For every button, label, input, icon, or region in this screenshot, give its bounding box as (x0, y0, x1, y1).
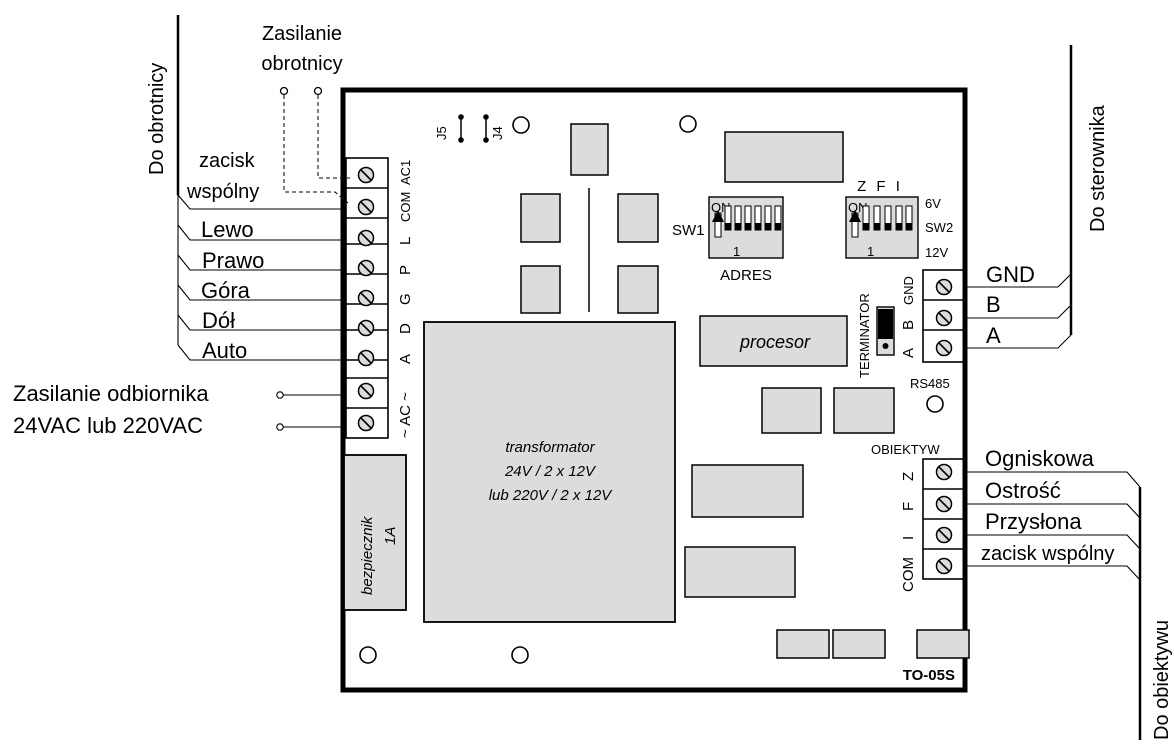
board-outline (340, 87, 968, 693)
lens-wire-ogniskowa: Ogniskowa (985, 446, 1095, 471)
left-side-title: Do obrotnicy (146, 63, 168, 175)
power-wire-ends (279, 86, 323, 96)
lens-f-label: F (900, 502, 917, 511)
rs-gnd-label: GND (901, 276, 916, 305)
power-title-2: obrotnicy (261, 53, 342, 75)
rs485-label: RS485 (910, 376, 950, 391)
fuse-label-2: 1A (382, 527, 399, 545)
dip-switch-sw2: ON 1 (845, 196, 919, 259)
terminal-d-label: D (397, 323, 414, 334)
lens-com-label: COM (900, 557, 917, 592)
power-wires (283, 95, 350, 204)
lens-wire-przyslona: Przysłona (985, 509, 1082, 534)
model-label: TO-05S (903, 667, 955, 684)
lens-wires (965, 471, 1141, 581)
dip-switch-sw1: ON 1 (708, 196, 784, 259)
rs-b-label: B (900, 320, 917, 330)
rs485-terminal-block (922, 269, 966, 363)
supply-label-2: 24VAC lub 220VAC (13, 413, 203, 438)
rs-wires (965, 273, 1072, 349)
common-label-1: zacisk (199, 150, 256, 172)
zfi-label: Z F I (857, 178, 903, 195)
terminal-g-label: G (397, 293, 414, 305)
wire-gora: Góra (201, 278, 251, 303)
terminal-l-label: L (397, 237, 414, 245)
processor (699, 315, 848, 367)
wire-auto: Auto (202, 338, 247, 363)
lens-title: Do obiektywu (1151, 620, 1173, 740)
lens-header: OBIEKTYW (871, 442, 940, 457)
transformer (423, 321, 676, 623)
lens-i-label: I (900, 536, 917, 540)
fuse (343, 454, 407, 611)
lens-wire-common: zacisk wspólny (981, 543, 1114, 565)
terminal-ac1-label: AC1 (398, 160, 413, 185)
wire-prawo: Prawo (202, 248, 264, 273)
left-terminal-block (345, 157, 389, 439)
transformer-label-3: lub 220V / 2 x 12V (489, 487, 614, 504)
mounting-holes (359, 115, 944, 664)
supply-label-1: Zasilanie odbiornika (13, 381, 209, 406)
rs-wire-gnd: GND (986, 262, 1035, 287)
sw1-label: SW1 (672, 222, 705, 239)
power-title-1: Zasilanie (262, 23, 342, 45)
sw2-6v-label: 6V (925, 196, 941, 211)
sw1-one-label: 1 (733, 244, 740, 259)
supply-wires (276, 391, 346, 431)
lens-wire-ostrosc: Ostrość (985, 478, 1061, 503)
rs-wire-a: A (986, 323, 1001, 348)
terminator-jumper: TERMINATOR (857, 293, 895, 378)
transformer-label-2: 24V / 2 x 12V (504, 463, 597, 480)
jumper-j5-label: J5 (434, 126, 449, 140)
terminal-com-label: COM (398, 192, 413, 222)
sw2-12v-label: 12V (925, 245, 948, 260)
wire-dol: Dół (202, 308, 235, 333)
direction-wires (177, 194, 346, 361)
terminal-p-label: P (397, 265, 414, 275)
wire-lewo: Lewo (201, 217, 254, 242)
controller-title: Do sterownika (1087, 104, 1109, 232)
common-label-2: wspólny (186, 181, 259, 203)
sw2-one-label: 1 (867, 244, 874, 259)
processor-label: procesor (739, 332, 811, 352)
rs-a-label: A (900, 348, 917, 358)
jumper-j4: J4 (483, 114, 505, 143)
jumper-j5: J5 (434, 114, 464, 143)
components (520, 123, 970, 659)
terminator-label: TERMINATOR (857, 293, 872, 378)
terminal-ac-label: ~ AC ~ (397, 392, 414, 438)
sw2-label: SW2 (925, 220, 953, 235)
lens-z-label: Z (900, 472, 917, 481)
terminal-a-label: A (397, 354, 414, 364)
jumper-j4-label: J4 (490, 126, 505, 140)
rs-wire-b: B (986, 292, 1001, 317)
transformer-label-1: transformator (505, 439, 595, 456)
address-label: ADRES (720, 267, 772, 284)
fuse-label-1: bezpiecznik (359, 515, 376, 595)
lens-terminal-block (922, 458, 966, 580)
